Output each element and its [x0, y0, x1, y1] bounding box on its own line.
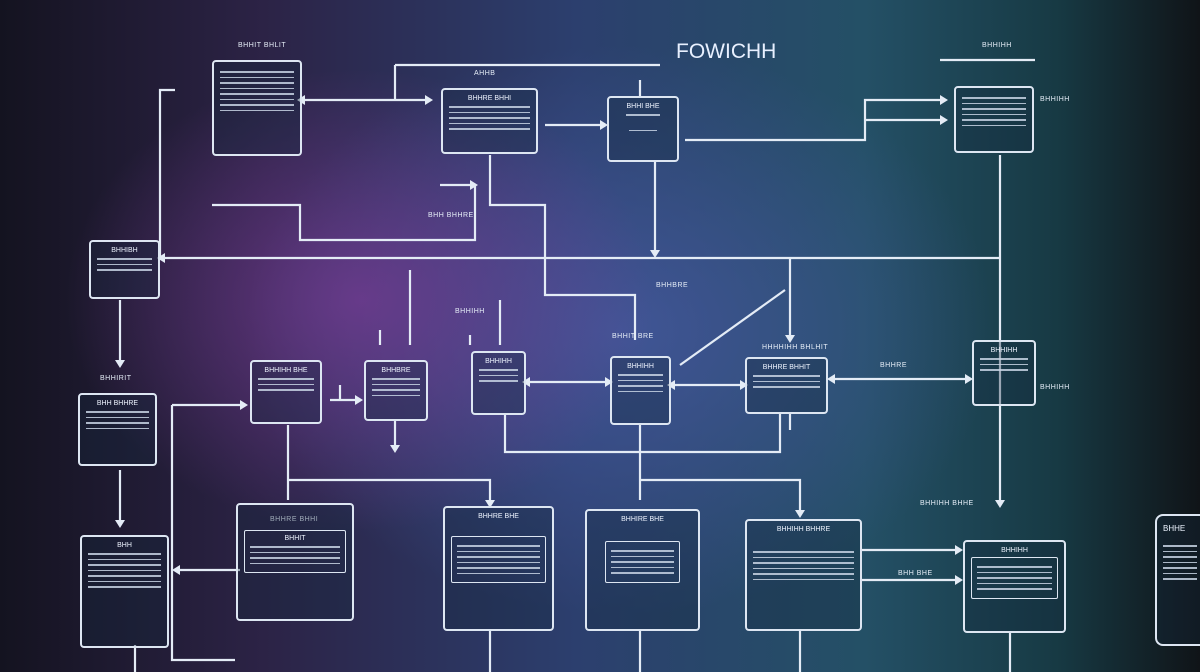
node-title: BHHIBH — [111, 247, 138, 254]
label: BHHIHH — [1040, 384, 1070, 391]
label: BHHIT BHLIT — [238, 42, 287, 49]
node[interactable]: BHHIHH — [610, 356, 671, 425]
node-title: BHHRE BHHIT — [762, 364, 811, 371]
label: BHHRE BHHI — [270, 516, 319, 523]
node-title: BHHIHH BHE — [264, 367, 308, 374]
label: BHHRE — [880, 362, 908, 369]
node[interactable]: BHHIHH BHHRE — [745, 519, 862, 631]
label: HHHHIHH BHLHIT — [762, 344, 829, 351]
node-title: BHHRE BHHI — [467, 95, 512, 102]
node-title: BHHIT — [284, 535, 306, 542]
node-title: BHH — [117, 542, 132, 549]
node[interactable]: BHHIT — [236, 503, 354, 621]
node[interactable]: BHHIRE BHE — [585, 509, 700, 631]
diagram-title: FOWICHH — [676, 40, 777, 63]
node[interactable]: BHHI BHE — [607, 96, 679, 162]
label: BHHIHH — [982, 42, 1012, 49]
node-title: BHHIHH — [627, 363, 654, 370]
node[interactable]: BHHBRE — [364, 360, 428, 421]
label: BHHBRE — [656, 282, 689, 289]
node[interactable]: BHH — [80, 535, 169, 648]
node[interactable]: BHHRE BHE — [443, 506, 554, 631]
node[interactable]: BHHIHH — [972, 340, 1036, 406]
node[interactable]: BHHE — [1155, 514, 1200, 646]
node[interactable]: BHHRE BHHI — [441, 88, 538, 154]
label: BHHIHH — [455, 308, 485, 315]
label: BHHIHH BHHE — [920, 500, 974, 507]
node[interactable]: BHH BHHRE — [78, 393, 157, 466]
node[interactable] — [954, 86, 1034, 153]
label: BHHIT BRE — [612, 333, 654, 340]
node[interactable]: BHHIBH — [89, 240, 160, 299]
node-title: BHHRE BHE — [478, 513, 519, 520]
node-title: BHHIHH — [990, 347, 1018, 354]
node-title: BHHI BHE — [626, 103, 660, 110]
node-title: BHHIHH — [485, 358, 512, 365]
node-title: BHHBRE — [381, 367, 411, 374]
node[interactable]: BHHIHH — [471, 351, 526, 415]
node-title: BHHIRE BHE — [621, 516, 664, 523]
node[interactable]: BHHRE BHHIT — [745, 357, 828, 414]
node-document[interactable] — [212, 60, 302, 156]
label: BHH BHHRE — [428, 212, 474, 219]
label: BHHIHH — [1040, 96, 1070, 103]
node-title: BHHIHH — [1001, 547, 1028, 554]
node-title: BHH BHHRE — [96, 400, 139, 407]
label: BHHIRIT — [100, 375, 132, 382]
node[interactable]: BHHIHH BHE — [250, 360, 322, 424]
node[interactable]: BHHIHH — [963, 540, 1066, 633]
node-title: BHHIHH BHHRE — [776, 526, 831, 533]
node-title: BHHE — [1163, 524, 1186, 533]
label: BHH BHE — [898, 570, 933, 577]
label: AHHB — [474, 70, 496, 77]
